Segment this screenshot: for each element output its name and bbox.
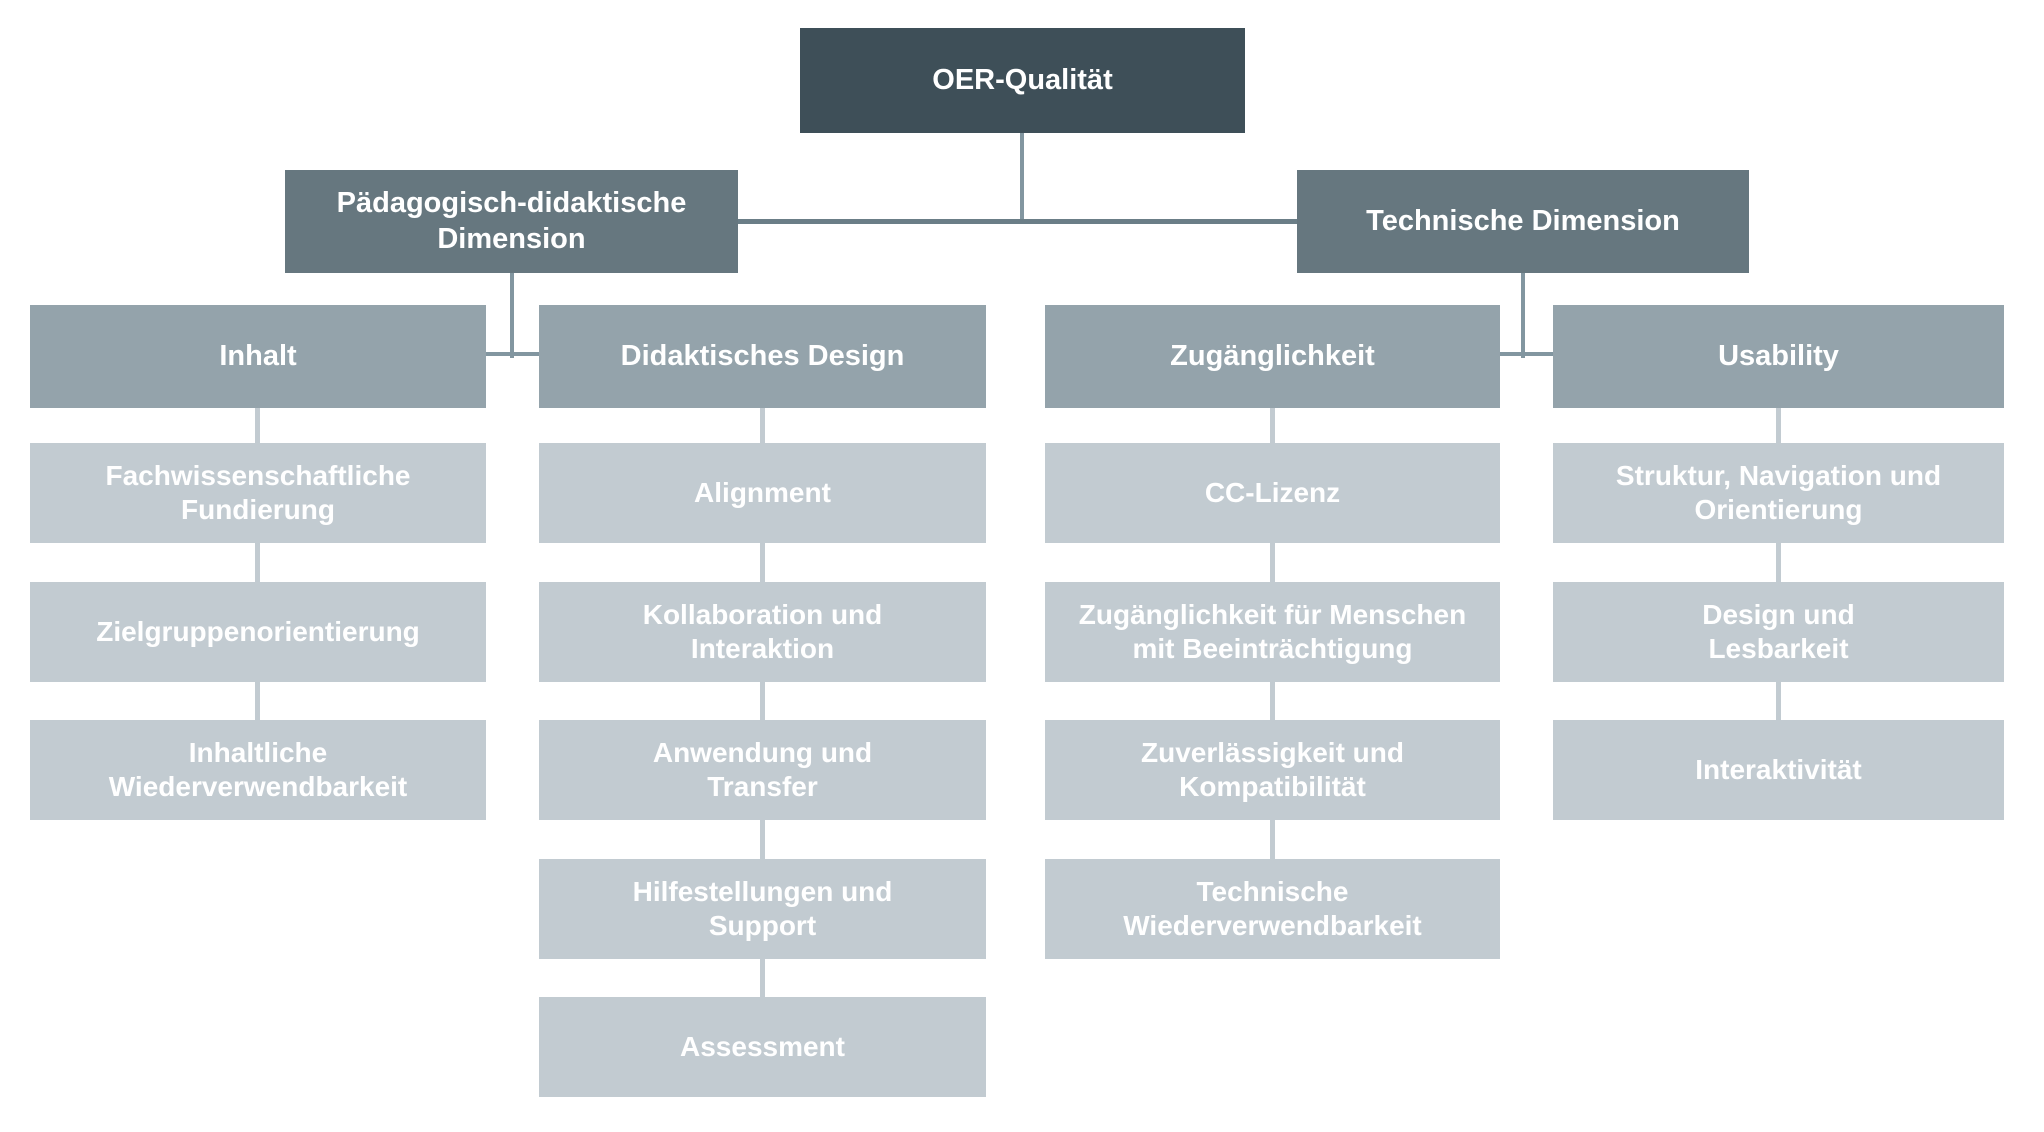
connector-col4-1	[1776, 543, 1781, 582]
root-box-oer-qualitaet: OER-Qualität	[800, 28, 1245, 133]
item-zielgruppenorientierung: Zielgruppenorientierung	[30, 582, 486, 682]
item-alignment: Alignment	[539, 443, 986, 543]
item-inhaltliche-wiederverwendbarkeit: Inhaltliche Wiederverwendbarkeit	[30, 720, 486, 820]
column-header-didaktisches-design: Didaktisches Design	[539, 305, 986, 408]
connector-col3-1	[1270, 543, 1275, 582]
connector-col2-0	[760, 408, 765, 443]
item-kollaboration-und-interaktion: Kollaboration und Interaktion	[539, 582, 986, 682]
connector-col2-2	[760, 682, 765, 720]
item-fachwissenschaftliche-fundierung: Fachwissenschaftliche Fundierung	[30, 443, 486, 543]
item-cc-lizenz: CC-Lizenz	[1045, 443, 1500, 543]
connector-col2-4	[760, 959, 765, 997]
connector-col4-0	[1776, 408, 1781, 443]
item-zuverlaessigkeit-und-kompatibilitaet: Zuverlässigkeit und Kompatibilität	[1045, 720, 1500, 820]
connector-col2-3	[760, 820, 765, 859]
dimension-box-technisch: Technische Dimension	[1297, 170, 1749, 273]
connector-dim-right-horizontal	[1500, 352, 1553, 356]
connector-col2-1	[760, 543, 765, 582]
connector-col3-0	[1270, 408, 1275, 443]
item-design-und-lesbarkeit: Design und Lesbarkeit	[1553, 582, 2004, 682]
item-anwendung-und-transfer: Anwendung und Transfer	[539, 720, 986, 820]
column-header-usability: Usability	[1553, 305, 2004, 408]
connector-col3-2	[1270, 682, 1275, 720]
connector-dim-left-vertical	[510, 273, 514, 358]
item-hilfestellungen-und-support: Hilfestellungen und Support	[539, 859, 986, 959]
item-zugaenglichkeit-fuer-menschen: Zugänglichkeit für Menschen mit Beeinträ…	[1045, 582, 1500, 682]
column-header-inhalt: Inhalt	[30, 305, 486, 408]
item-struktur-navigation-orientierung: Struktur, Navigation und Orientierung	[1553, 443, 2004, 543]
item-interaktivitaet: Interaktivität	[1553, 720, 2004, 820]
dimension-box-paedagogisch-didaktisch: Pädagogisch-didaktische Dimension	[285, 170, 738, 273]
item-technische-wiederverwendbarkeit: Technische Wiederverwendbarkeit	[1045, 859, 1500, 959]
column-header-zugaenglichkeit: Zugänglichkeit	[1045, 305, 1500, 408]
connector-col1-0	[255, 408, 260, 443]
connector-dim-right-vertical	[1521, 273, 1525, 358]
connector-col1-1	[255, 543, 260, 582]
connector-col3-3	[1270, 820, 1275, 859]
connector-root-vertical	[1020, 133, 1024, 224]
item-assessment: Assessment	[539, 997, 986, 1097]
connector-col4-2	[1776, 682, 1781, 720]
connector-dim-left-horizontal	[486, 352, 539, 356]
connector-col1-2	[255, 682, 260, 720]
connector-dimensions-horizontal	[738, 219, 1297, 224]
